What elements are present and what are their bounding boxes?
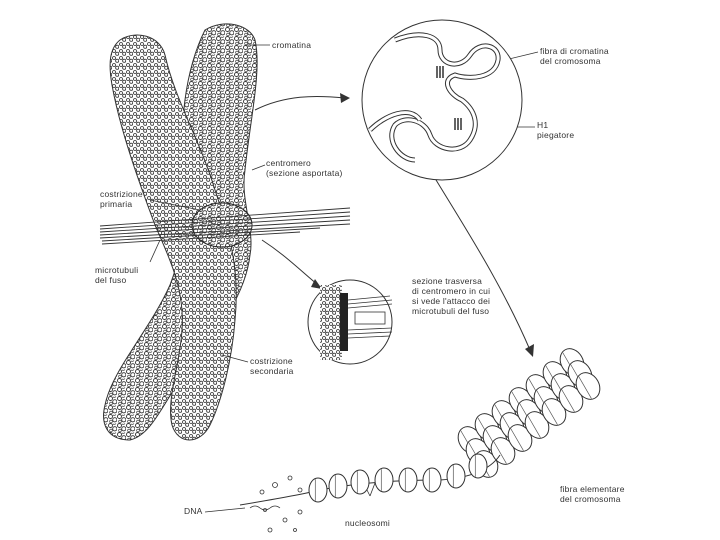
dna-fragments	[250, 476, 302, 532]
fiber-zoom-circle	[362, 20, 522, 180]
label-costrizione-primaria: costrizione primaria	[100, 189, 143, 209]
nucleosome-bead	[399, 468, 417, 492]
label-microtubuli: microtubuli del fuso	[95, 265, 138, 285]
centromere-section-circle	[308, 280, 392, 364]
arrow-to-cross-section	[262, 240, 318, 285]
nucleosome-bead	[329, 474, 347, 498]
chromosome	[104, 24, 258, 440]
nucleosome-string	[240, 454, 500, 505]
arrow-to-elementary-fiber	[430, 170, 530, 350]
label-h1-piegatore: H1 piegatore	[537, 120, 574, 140]
nucleosome-bead	[469, 454, 487, 478]
label-cromatina: cromatina	[272, 40, 311, 50]
nucleosome-bead	[309, 478, 327, 502]
nucleosome-bead	[447, 464, 465, 488]
label-dna: DNA	[184, 506, 203, 516]
nucleosome-bead	[375, 468, 393, 492]
nucleosome-bead	[351, 470, 369, 494]
nucleosome-bead	[423, 468, 441, 492]
label-fibra-elementare: fibra elementare del cromosoma	[560, 484, 625, 504]
label-costrizione-secondaria: costrizione secondaria	[250, 356, 294, 376]
label-nucleosomi: nucleosomi	[345, 518, 390, 528]
label-sezione-trasversa: sezione trasversa di centromero in cui s…	[412, 276, 490, 316]
centromere	[192, 203, 252, 247]
label-fibra-cromatina: fibra di cromatina del cromosoma	[540, 46, 609, 66]
arrow-to-fiber-zoom	[255, 96, 345, 110]
label-centromero: centromero (sezione asportata)	[266, 158, 343, 178]
